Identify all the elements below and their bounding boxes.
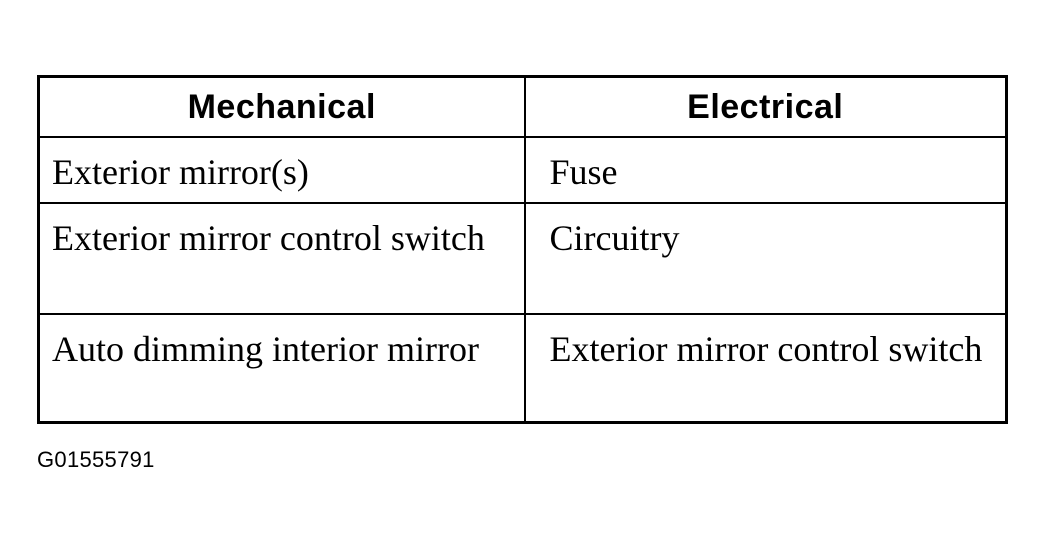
- table-cell-electrical: Exterior mirror control switch: [523, 313, 1008, 424]
- table-header-row: Mechanical Electrical: [37, 75, 1008, 138]
- table-cell-electrical: Fuse: [523, 136, 1008, 204]
- table-row: Exterior mirror(s) Fuse: [37, 136, 1008, 204]
- table-row: Auto dimming interior mirror Exterior mi…: [37, 313, 1008, 424]
- figure-id-label: G01555791: [37, 447, 155, 472]
- header-mechanical: Mechanical: [37, 75, 526, 138]
- diagnosis-table: Mechanical Electrical Exterior mirror(s)…: [37, 75, 1008, 424]
- table-cell-electrical: Circuitry: [523, 202, 1008, 315]
- header-electrical: Electrical: [523, 75, 1008, 138]
- table-row: Exterior mirror control switch Circuitry: [37, 202, 1008, 315]
- table-cell-mechanical: Exterior mirror control switch: [37, 202, 526, 315]
- table-cell-mechanical: Exterior mirror(s): [37, 136, 526, 204]
- table-cell-mechanical: Auto dimming interior mirror: [37, 313, 526, 424]
